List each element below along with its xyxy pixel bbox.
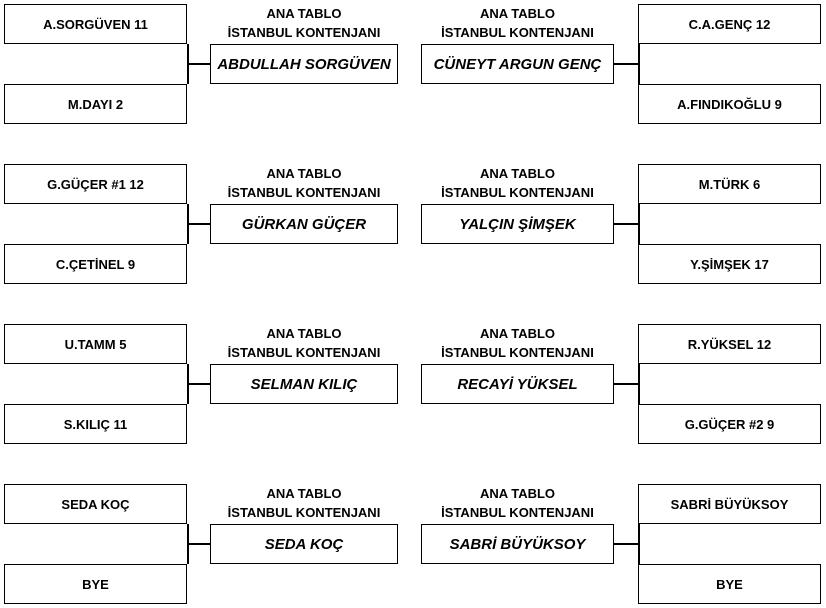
player-box: S.KILIÇ 11: [4, 404, 187, 444]
winner-box: SABRİ BÜYÜKSOY: [421, 524, 614, 564]
player-box: G.GÜÇER #2 9: [638, 404, 821, 444]
player-box: SABRİ BÜYÜKSOY: [638, 484, 821, 524]
bracket-connector: [614, 383, 639, 385]
bracket-connector: [614, 223, 639, 225]
player-box: A.SORGÜVEN 11: [4, 4, 187, 44]
bracket-connector: [638, 364, 640, 404]
player-box: M.TÜRK 6: [638, 164, 821, 204]
winner-box: ABDULLAH SORGÜVEN: [210, 44, 398, 84]
bracket-connector: [614, 543, 639, 545]
player-box: A.FINDIKOĞLU 9: [638, 84, 821, 124]
winner-box: YALÇIN ŞİMŞEK: [421, 204, 614, 244]
player-box: G.GÜÇER #1 12: [4, 164, 187, 204]
winner-box: GÜRKAN GÜÇER: [210, 204, 398, 244]
bracket-connector: [187, 383, 210, 385]
player-box: C.ÇETİNEL 9: [4, 244, 187, 284]
player-box: BYE: [4, 564, 187, 604]
winner-box: SELMAN KILIÇ: [210, 364, 398, 404]
bracket-connector: [187, 543, 210, 545]
player-box: U.TAMM 5: [4, 324, 187, 364]
player-box: Y.ŞİMŞEK 17: [638, 244, 821, 284]
bracket-connector: [187, 63, 210, 65]
winner-box: CÜNEYT ARGUN GENÇ: [421, 44, 614, 84]
bracket-connector: [187, 223, 210, 225]
player-box: R.YÜKSEL 12: [638, 324, 821, 364]
player-box: BYE: [638, 564, 821, 604]
winner-box: RECAYİ YÜKSEL: [421, 364, 614, 404]
bracket-connector: [614, 63, 639, 65]
bracket-connector: [638, 44, 640, 84]
player-box: C.A.GENÇ 12: [638, 4, 821, 44]
bracket-connector: [638, 524, 640, 564]
player-box: SEDA KOÇ: [4, 484, 187, 524]
player-box: M.DAYI 2: [4, 84, 187, 124]
bracket-connector: [638, 204, 640, 244]
winner-box: SEDA KOÇ: [210, 524, 398, 564]
